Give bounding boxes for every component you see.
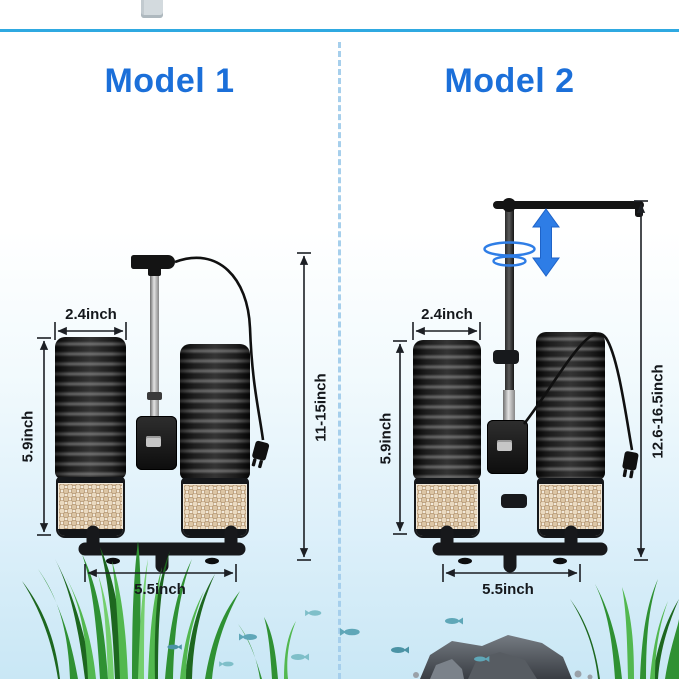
adjustment-ring-icon [492,255,527,267]
model2-left-media-cup [414,478,480,538]
model2-hanger-rod [505,205,514,427]
power-plug-icon [622,451,639,479]
model1-right-sponge [180,344,250,480]
model1-tube-joint [147,392,162,400]
model1-width-label: 2.4inch [65,306,117,323]
model1-pump-label [146,436,161,447]
model2-power-cord [522,332,634,451]
model1-right-media-cup [181,478,249,538]
panel-divider-dashed-line [338,42,341,679]
model2-total-height-label: 12.6-16.5inch [649,364,667,459]
model1-base-pipes [78,525,246,573]
model2-left-sponge [413,340,481,480]
model2-base-pipes [432,525,608,573]
model1-left-media-cup [56,477,125,538]
model2-rod-knob [502,198,516,212]
aquarium-plants-right [570,579,679,679]
model2-width-label: 2.4inch [421,306,473,323]
model1-lift-tube [150,268,159,420]
model2-sponge-height-label: 5.9inch [377,412,395,465]
aquarium-scene [22,541,679,679]
model1-sponge-height-label: 5.9inch [19,410,37,463]
top-divider-line [0,29,679,32]
model1-total-height-label: 11-15inch [312,373,330,442]
model2-pump-label [497,440,512,451]
model1-power-cord [174,256,265,441]
model2-rod-bracket-lower [501,494,527,508]
model1-foot [106,557,120,565]
model1-base-width-label: 5.5inch [134,581,186,598]
model1-outlet-nozzle [131,255,175,269]
model1-title: Model 1 [104,62,235,100]
power-plug-icon [251,440,270,469]
aquarium-plants-center [238,617,296,679]
model1-outlet-joint [148,267,161,276]
model1-foot [205,557,219,565]
model2-rod-bracket-upper [493,350,519,364]
model2-base-width-label: 5.5inch [482,581,534,598]
model2-lower-tube [503,390,515,424]
model2-foot [553,557,567,565]
model2-title: Model 2 [444,62,575,100]
model1-left-sponge [55,337,126,479]
cropped-photo-fragment [141,0,163,18]
model2-foot [458,557,472,565]
height-adjust-arrow-icon [532,208,560,277]
